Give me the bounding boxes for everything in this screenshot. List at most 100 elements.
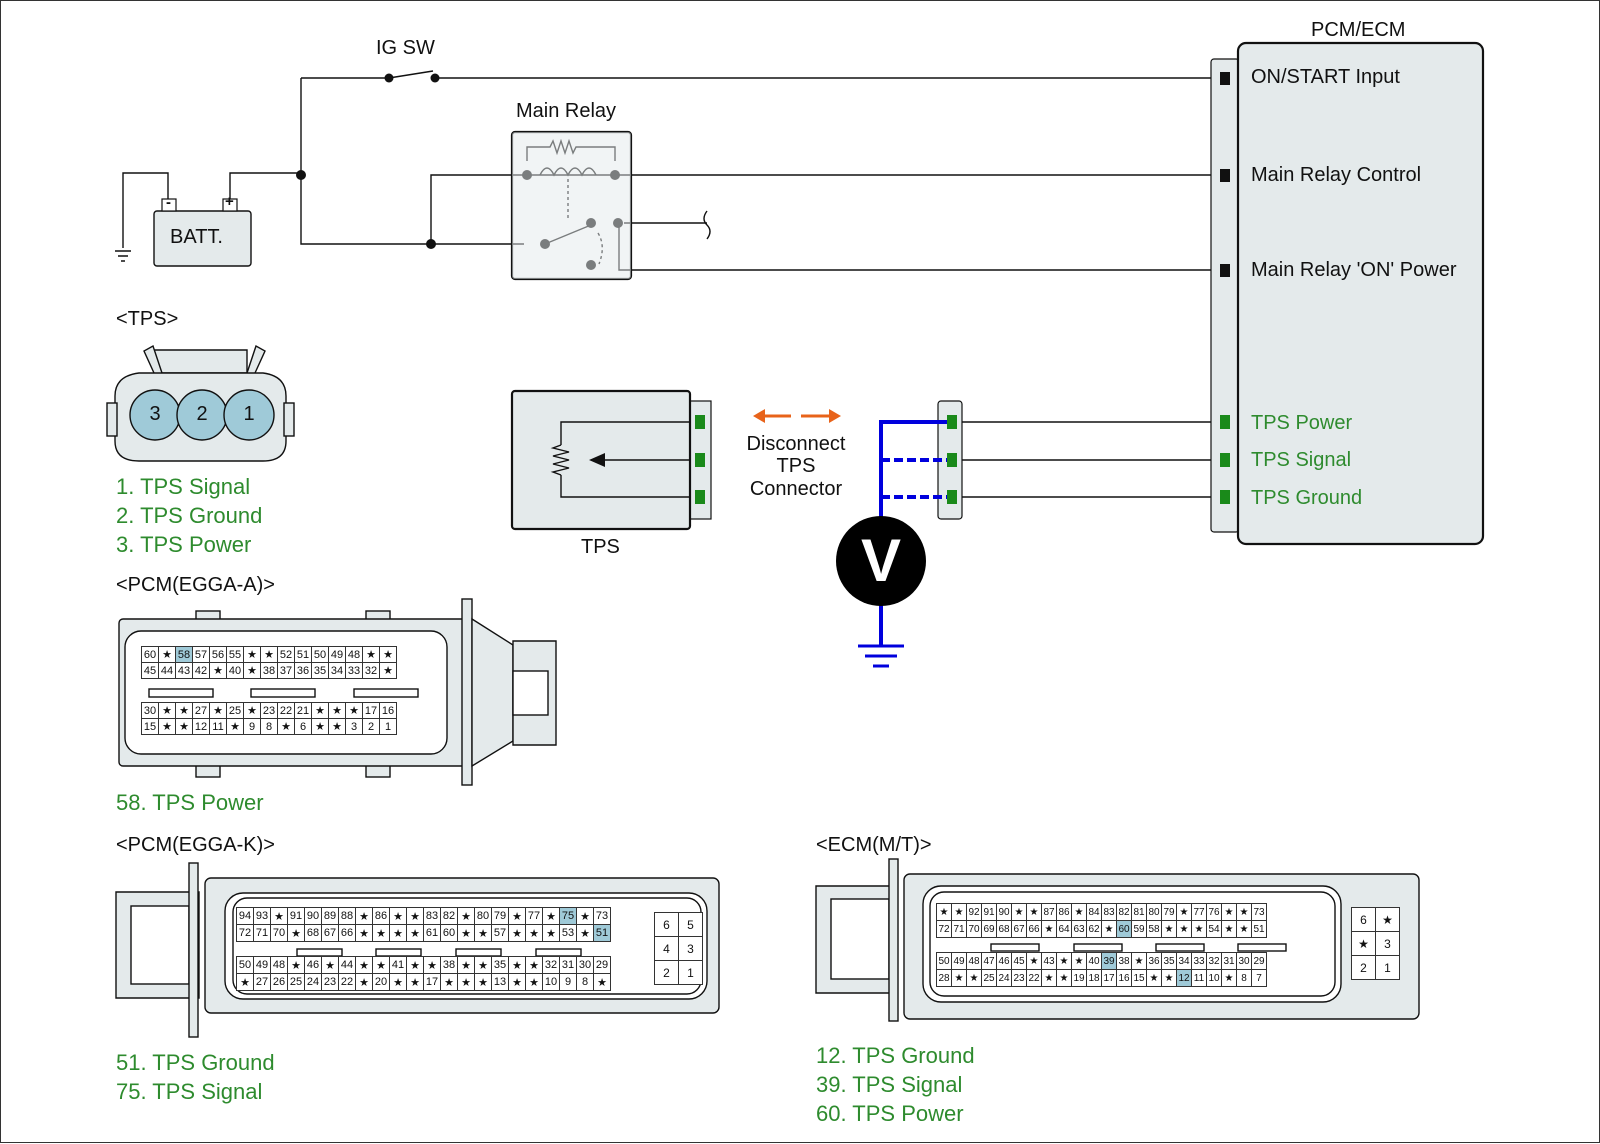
pin-17: 17 [423, 973, 441, 991]
pin-8: 8 [260, 718, 278, 735]
pcm-ecm-title: PCM/ECM [1311, 19, 1406, 41]
legend-item: 3. TPS Power [116, 532, 252, 557]
pin-83: 83 [1101, 903, 1117, 921]
pin-63: 63 [1071, 920, 1087, 938]
unused-pin: ★ [243, 662, 261, 679]
unused-pin: ★ [270, 907, 288, 925]
pin-44: 44 [338, 956, 356, 974]
pin-11: 11 [209, 718, 227, 735]
pin-92: 92 [966, 903, 982, 921]
cut-wire-mark [703, 210, 711, 240]
pin-56: 56 [209, 646, 227, 663]
pin-82: 82 [440, 907, 458, 925]
legend-item: 58. TPS Power [116, 790, 264, 815]
pin-47: 47 [981, 952, 997, 970]
pin-71: 71 [253, 924, 271, 942]
unused-pin: ★ [951, 903, 967, 921]
unused-pin: ★ [389, 907, 407, 925]
battery-body [153, 210, 252, 267]
pin-54: 54 [1206, 920, 1222, 938]
relay-on-power-wire [618, 223, 1211, 271]
unused-pin: ★ [379, 646, 397, 663]
pin-30: 30 [576, 956, 594, 974]
unused-pin: ★ [243, 702, 261, 719]
pin-16: 16 [1116, 969, 1132, 987]
unused-pin: ★ [236, 973, 254, 991]
unused-pin: ★ [372, 956, 390, 974]
pin-72: 72 [236, 924, 254, 942]
pin-9: 9 [243, 718, 261, 735]
unused-pin: ★ [1176, 903, 1192, 921]
pin-57: 57 [491, 924, 509, 942]
pin-77: 77 [1191, 903, 1207, 921]
unused-pin: ★ [1221, 920, 1237, 938]
pin-91: 91 [981, 903, 997, 921]
pin-34: 34 [1176, 952, 1192, 970]
unused-pin: ★ [158, 718, 176, 735]
pin-91: 91 [287, 907, 305, 925]
pin-38: 38 [260, 662, 278, 679]
unused-pin: ★ [457, 924, 475, 942]
pin-49: 49 [253, 956, 271, 974]
tps-pin-1: 1 [243, 403, 255, 425]
pin-31: 31 [1221, 952, 1237, 970]
egga-a-legend: 58. TPS Power [116, 788, 264, 817]
pin-67: 67 [321, 924, 339, 942]
unused-pin: ★ [321, 956, 339, 974]
pin-45: 45 [1011, 952, 1027, 970]
pin-25: 25 [981, 969, 997, 987]
pin-43: 43 [175, 662, 193, 679]
pin-26: 26 [270, 973, 288, 991]
pin-11: 11 [1191, 969, 1207, 987]
pin-70: 70 [966, 920, 982, 938]
unused-pin: ★ [328, 718, 346, 735]
pin-29: 29 [593, 956, 611, 974]
unused-pin: ★ [1011, 903, 1027, 921]
pin-64: 64 [1056, 920, 1072, 938]
pin-86: 86 [1056, 903, 1072, 921]
unused-pin: ★ [474, 924, 492, 942]
pin-71: 71 [951, 920, 967, 938]
pin-row: ★3 [1351, 931, 1400, 956]
pin-73: 73 [1251, 903, 1267, 921]
pin-23: 23 [321, 973, 339, 991]
pin-20: 20 [372, 973, 390, 991]
pin-55: 55 [226, 646, 244, 663]
pin-18: 18 [1086, 969, 1102, 987]
pin-67: 67 [1011, 920, 1027, 938]
pin-66: 66 [1026, 920, 1042, 938]
unused-pin: ★ [1351, 931, 1376, 956]
pin-61: 61 [423, 924, 441, 942]
legend-item: 60. TPS Power [816, 1101, 964, 1126]
unused-pin: ★ [1375, 907, 1400, 932]
pin-8: 8 [576, 973, 594, 991]
legend-item: 51. TPS Ground [116, 1050, 275, 1075]
pin-51: 51 [593, 924, 611, 942]
pin-37: 37 [277, 662, 295, 679]
tps-connector-face [106, 344, 295, 462]
unused-pin: ★ [1026, 952, 1042, 970]
unused-pin: ★ [355, 907, 373, 925]
ground-symbol [115, 250, 131, 262]
pin-10: 10 [1206, 969, 1222, 987]
pin-46: 46 [996, 952, 1012, 970]
unused-pin: ★ [287, 956, 305, 974]
unused-pin: ★ [525, 956, 543, 974]
pin-34: 34 [328, 662, 346, 679]
pin-80: 80 [1146, 903, 1162, 921]
tps-sensor-label: TPS [581, 536, 620, 558]
pin-87: 87 [1041, 903, 1057, 921]
pin-30: 30 [141, 702, 159, 719]
pin-41: 41 [389, 956, 407, 974]
pin-76: 76 [1206, 903, 1222, 921]
pin-60: 60 [440, 924, 458, 942]
pin-1: 1 [1375, 955, 1400, 980]
unused-pin: ★ [226, 718, 244, 735]
